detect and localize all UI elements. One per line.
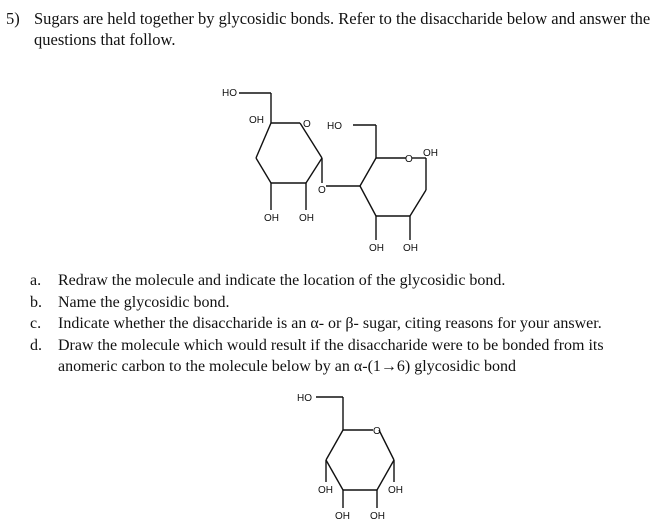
ch2oh-label: HO (297, 393, 312, 404)
glucose-ring (316, 396, 395, 508)
glycosidic-oxygen-label: O (318, 185, 326, 196)
sub-question-text: Draw the molecule which would result if … (58, 336, 604, 376)
sub-question-text: Redraw the molecule and indicate the loc… (58, 272, 506, 289)
sub-question-label: b. (30, 293, 42, 311)
right-anomeric-oh-label: OH (423, 148, 438, 159)
left-c1-oh-label: OH (249, 115, 264, 126)
disaccharide-structure: HO O OH OH OH O HO O OH OH OH (222, 88, 438, 254)
right-ch2oh-label: HO (327, 121, 342, 132)
sub-question-c: c. Indicate whether the disaccharide is … (30, 313, 652, 335)
left-c2-oh-label: OH (299, 213, 314, 224)
sub-question-a: a. Redraw the molecule and indicate the … (30, 270, 652, 292)
left-ring-oxygen-label: O (303, 119, 311, 130)
right-glucose-ring (353, 124, 427, 240)
right-ring-oxygen-label: O (405, 154, 413, 165)
c4-oh-label: OH (318, 485, 333, 496)
c2-oh-label: OH (370, 511, 385, 522)
sub-question-b: b. Name the glycosidic bond. (30, 292, 652, 314)
right-c3-oh-label: OH (369, 243, 384, 254)
c3-oh-label: OH (335, 511, 350, 522)
sub-question-label: a. (30, 272, 42, 289)
sub-question-text: Indicate whether the disaccharide is an … (58, 315, 602, 332)
ring-oxygen-label: O (373, 426, 381, 437)
monosaccharide-structure: HO O OH OH OH OH (297, 393, 403, 522)
left-glucose-ring (239, 92, 377, 210)
right-c2-oh-label: OH (403, 243, 418, 254)
question-text: Sugars are held together by glycosidic b… (34, 9, 651, 49)
sub-question-list: a. Redraw the molecule and indicate the … (30, 270, 652, 378)
sub-question-text: Name the glycosidic bond. (58, 293, 230, 311)
left-ch2oh-label: HO (222, 88, 237, 99)
c1-oh-label: OH (388, 485, 403, 496)
question-number: 5) (6, 9, 20, 28)
left-c3-oh-label: OH (264, 213, 279, 224)
sub-question-label: d. (30, 336, 42, 354)
sub-question-d: d. Draw the molecule which would result … (30, 335, 652, 378)
sub-question-label: c. (30, 315, 42, 332)
